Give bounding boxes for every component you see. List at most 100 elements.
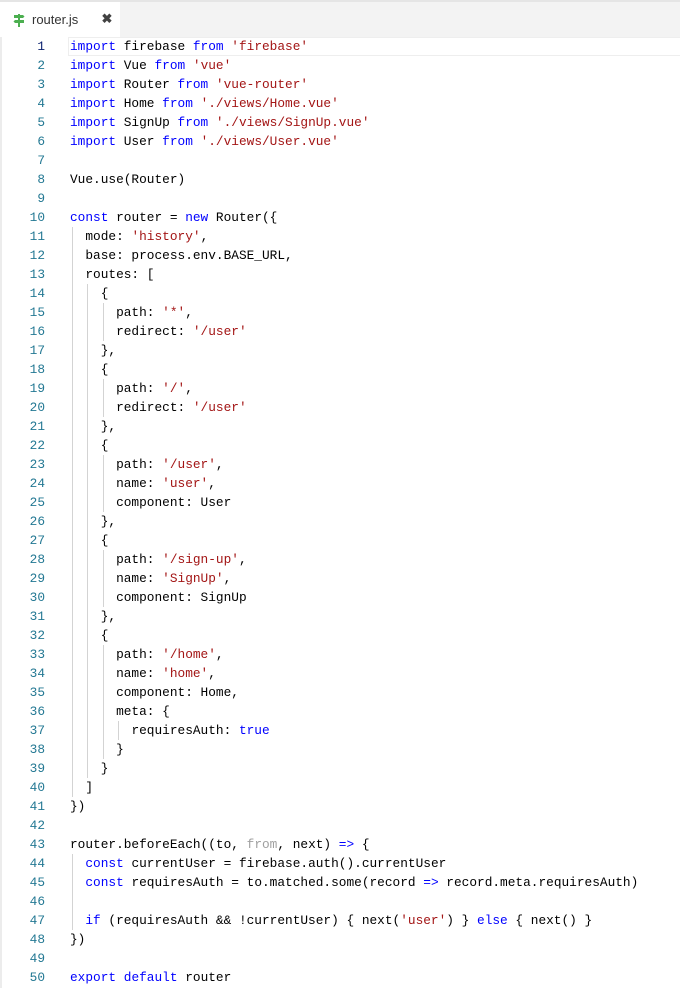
code-line[interactable]: 46 <box>2 892 680 911</box>
string-token: 'user' <box>162 476 209 491</box>
code-token: router.beforeEach((to, <box>70 837 247 852</box>
string-token: '/sign-up' <box>162 552 239 567</box>
keyword-token: default <box>123 970 178 985</box>
line-number: 46 <box>29 894 45 909</box>
code-text: }, <box>101 512 116 531</box>
line-number: 7 <box>37 153 45 168</box>
code-line[interactable]: 31}, <box>2 607 680 626</box>
indent-guide <box>72 284 73 303</box>
line-number: 31 <box>29 609 45 624</box>
code-token: { <box>354 837 370 852</box>
code-line[interactable]: 14 { <box>2 284 680 303</box>
line-number: 37 <box>29 723 45 738</box>
code-token: Router({ <box>208 210 278 225</box>
code-text: { <box>101 284 109 303</box>
code-line[interactable]: 17}, <box>2 341 680 360</box>
code-line[interactable]: 41}) <box>2 797 680 816</box>
code-text: routes: [ <box>85 265 154 284</box>
code-line[interactable]: 49 <box>2 949 680 968</box>
code-line[interactable]: 26}, <box>2 512 680 531</box>
code-line[interactable]: 22{ <box>2 436 680 455</box>
indent-guide <box>72 626 73 645</box>
keyword-token: => <box>338 837 355 852</box>
code-line[interactable]: 7 <box>2 151 680 170</box>
line-number: 43 <box>29 837 45 852</box>
indent-guide <box>72 512 73 531</box>
keyword-token: from <box>162 134 193 149</box>
code-line[interactable]: 21}, <box>2 417 680 436</box>
code-line[interactable]: 40] <box>2 778 680 797</box>
indent-guide <box>72 892 73 911</box>
code-token: }, <box>100 419 117 434</box>
code-line[interactable]: 18{ <box>2 360 680 379</box>
line-number: 14 <box>29 286 45 301</box>
indent-guide <box>72 455 73 474</box>
indent-guide <box>72 265 73 284</box>
indent-guide <box>72 550 73 569</box>
keyword-token: from <box>177 115 209 130</box>
indent-guide <box>87 341 89 360</box>
code-line[interactable]: 38} <box>2 740 680 759</box>
close-icon[interactable]: ✖ <box>101 11 113 26</box>
indent-guide <box>87 436 89 455</box>
line-number: 8 <box>37 172 45 187</box>
code-line[interactable]: 32{ <box>2 626 680 645</box>
code-line[interactable]: 30 component: SignUp <box>2 588 680 607</box>
indent-guide <box>72 531 73 550</box>
code-line[interactable]: 39} <box>2 759 680 778</box>
code-token <box>208 115 216 130</box>
string-token: 'firebase' <box>231 39 309 54</box>
code-line[interactable]: 48}) <box>2 930 680 949</box>
code-text: component: SignUp <box>116 588 247 607</box>
code-line[interactable]: 13 routes: [ <box>2 265 680 284</box>
string-token: 'vue' <box>192 58 232 73</box>
indent-guide <box>72 417 73 436</box>
code-line[interactable]: 27{ <box>2 531 680 550</box>
keyword-token: => <box>423 875 439 890</box>
indent-guide <box>87 683 89 702</box>
code-line[interactable]: 9 <box>2 189 680 208</box>
keyword-token: import <box>70 115 117 130</box>
indent-guide <box>87 664 89 683</box>
code-text: import firebase from 'firebase' <box>70 37 308 56</box>
code-token: path: <box>116 647 163 662</box>
line-number: 13 <box>29 267 45 282</box>
code-line[interactable]: 42 <box>2 816 680 835</box>
line-number: 9 <box>37 191 45 206</box>
indent-guide <box>72 379 73 398</box>
indent-guide <box>87 721 89 740</box>
line-number: 30 <box>29 590 45 605</box>
code-text: import SignUp from './views/SignUp.vue' <box>70 113 370 132</box>
tab-router-js[interactable]: router.js ✖ <box>0 2 120 37</box>
